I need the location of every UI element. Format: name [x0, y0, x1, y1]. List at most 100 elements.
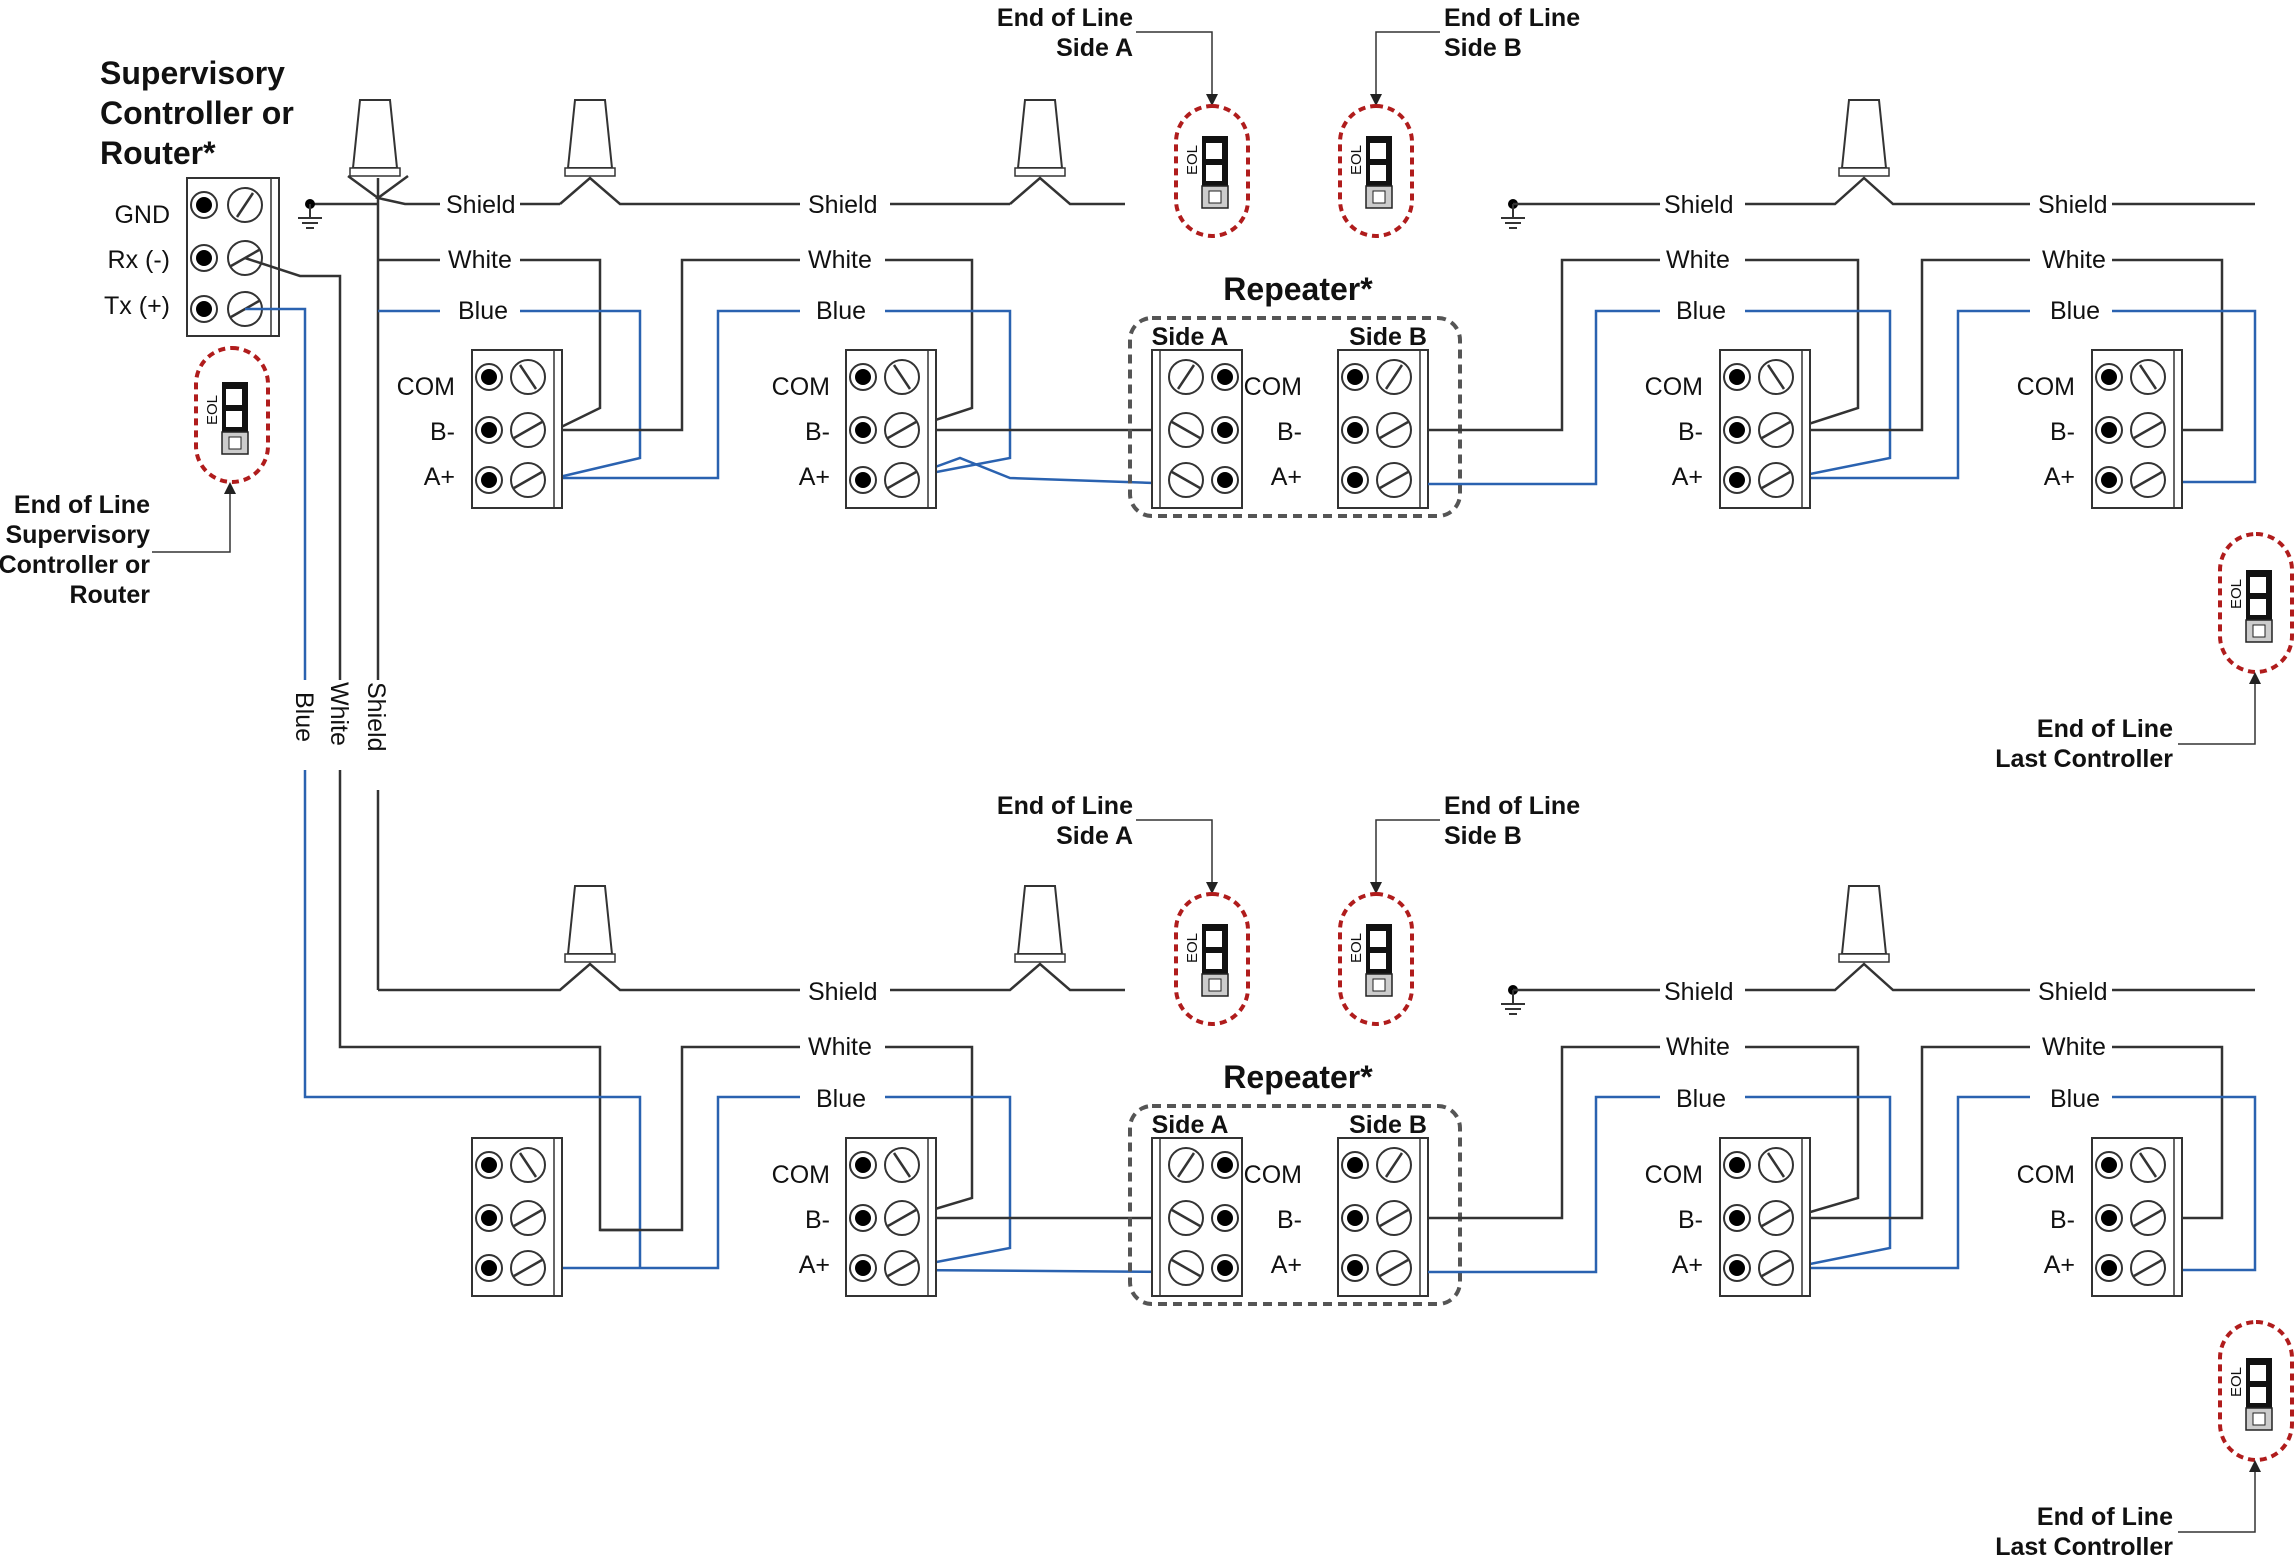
row2-repeater-title: Repeater* — [1223, 1059, 1373, 1095]
trunk-blue-wire — [245, 307, 642, 1268]
row2-repeater: Repeater* Side A Side B COM B- A+ — [1128, 1059, 1462, 1306]
row1-repeater-title: Repeater* — [1223, 271, 1373, 307]
row2-controller-2: COM B- A+ — [772, 1137, 937, 1297]
row2-white-c3-to-c4 — [1790, 1045, 2030, 1220]
supervisory-controller: Supervisory Controller or Router* GND Rx… — [0, 55, 294, 609]
row1-eol-b-text: EOL — [1348, 145, 1365, 175]
row1-side-b-label: Side B — [1349, 323, 1427, 351]
row1-blue-label-2: Blue — [816, 297, 866, 325]
gnd-terminal — [190, 187, 263, 223]
row2-shield-seg2 — [890, 962, 1125, 992]
row1-blue-to-c4 — [2112, 309, 2257, 484]
controller-eol-arrowhead — [224, 482, 236, 494]
row2-c4-b-label: B- — [2050, 1206, 2075, 1234]
row1-rep-b-label: B- — [1277, 418, 1302, 446]
controller-title-line-1: Supervisory — [100, 55, 285, 91]
row1-white-c3-to-c4 — [1790, 258, 2030, 432]
row1-eol-last-text: EOL — [2228, 579, 2245, 609]
row2-white-to-c4 — [2112, 1045, 2224, 1220]
row2-eol-a-note-2: Side A — [1056, 822, 1133, 850]
row1-blue-to-c3 — [1745, 309, 1892, 480]
row2-blue-label-3: Blue — [2050, 1085, 2100, 1113]
row1-c3-b-label: B- — [1678, 418, 1703, 446]
controller-trunk-wires: Blue White Shield — [244, 178, 642, 1268]
tx-label: Tx (+) — [104, 292, 170, 320]
row1-white-to-c4 — [2112, 258, 2224, 432]
row2-eol-a-note-1: End of Line — [997, 792, 1133, 820]
row2-rep-b-label: B- — [1277, 1206, 1302, 1234]
row1-shield-seg4 — [1009, 176, 1125, 206]
row2-white-c1-to-c2 — [600, 1045, 800, 1232]
row2-controller-3: COM B- A+ — [1645, 1137, 1811, 1297]
row2-eol-a-text: EOL — [1184, 933, 1201, 963]
row2-c2-a-label: A+ — [799, 1251, 830, 1279]
row1-c1-com-label: COM — [397, 373, 455, 401]
row2-controller-1 — [471, 1137, 563, 1297]
row1-controller-4: COM B- A+ — [2017, 349, 2183, 509]
controller-ground-symbol — [298, 199, 378, 229]
row2-eol-last-text: EOL — [2228, 1367, 2245, 1397]
controller-eol-note-4: Router — [69, 581, 150, 609]
row1-c3-com-label: COM — [1645, 373, 1703, 401]
controller-eol-text: EOL — [204, 395, 221, 425]
row2-eol-last-note-1: End of Line — [2037, 1503, 2173, 1531]
row1-shield-seg2 — [559, 176, 800, 206]
row2-c3-a-label: A+ — [1672, 1251, 1703, 1279]
row1-white-label-4: White — [2042, 246, 2106, 274]
row1-blue-label-3: Blue — [1676, 297, 1726, 325]
row1-blue-rep-to-c3 — [1428, 309, 1660, 486]
row2-blue-label-1: Blue — [816, 1085, 866, 1113]
row2-blue-to-c3 — [1745, 1095, 1892, 1270]
row1-eol-a-note-1: End of Line — [997, 4, 1133, 32]
row2-white-label-1: White — [808, 1033, 872, 1061]
row1-eol-b-note-1: End of Line — [1444, 4, 1580, 32]
row1-eol-side-b: End of Line Side B EOL — [1338, 4, 1580, 238]
row2-right-ground-symbol — [1501, 985, 1525, 1015]
row2-shield-label-1: Shield — [808, 978, 878, 1006]
row2-blue-rep-to-c3 — [1428, 1095, 1660, 1274]
row2-wire-nut-2 — [1014, 885, 1066, 963]
controller-eol-note-1: End of Line — [14, 491, 150, 519]
row1-white-to-c3 — [1745, 258, 1860, 432]
row1-white-label-1: White — [448, 246, 512, 274]
row1-shield-label-4: Shield — [2038, 191, 2108, 219]
trunk-shield-label: Shield — [362, 682, 390, 752]
controller-title-line-3: Router* — [100, 135, 216, 171]
controller-eol-leader — [152, 492, 231, 553]
row1-repeater: Repeater* Side A Side B COM B- A+ — [1128, 271, 1462, 518]
row2-right-shield-seg2 — [1745, 962, 2030, 992]
row-1: Shield Shield White Blue White Blue COM … — [347, 4, 2294, 773]
row1-wire-nut-4 — [1838, 99, 1890, 177]
row2-shield-seg1 — [378, 962, 800, 992]
row2-rep-com-label: COM — [1244, 1161, 1302, 1189]
row1-wire-nut-2 — [564, 99, 616, 177]
row2-blue-c3-to-c4 — [1790, 1095, 2030, 1270]
row1-c3-a-label: A+ — [1672, 463, 1703, 491]
row1-c2-com-label: COM — [772, 373, 830, 401]
row2-shield-label-2: Shield — [1664, 978, 1734, 1006]
rx-label: Rx (-) — [108, 246, 170, 274]
row2-wire-nut-1 — [564, 885, 616, 963]
row2-eol-b-note-2: Side B — [1444, 822, 1522, 850]
row1-c4-b-label: B- — [2050, 418, 2075, 446]
row1-eol-last-controller: EOL End of Line Last Controller — [1995, 532, 2294, 773]
row1-shield-label-1: Shield — [446, 191, 516, 219]
row1-side-a-label: Side A — [1152, 323, 1229, 351]
row1-blue-label-1: Blue — [458, 297, 508, 325]
row1-white-label-3: White — [1666, 246, 1730, 274]
row1-c2-b-label: B- — [805, 418, 830, 446]
row2-white-to-c2 — [885, 1045, 974, 1220]
controller-eol-note-3: Controller or — [0, 551, 150, 579]
row1-c4-com-label: COM — [2017, 373, 2075, 401]
row2-c3-com-label: COM — [1645, 1161, 1703, 1189]
row1-c1-b-label: B- — [430, 418, 455, 446]
row2-c4-com-label: COM — [2017, 1161, 2075, 1189]
trunk-blue-label: Blue — [290, 692, 318, 742]
row2-c2-b-label: B- — [805, 1206, 830, 1234]
row2-shield-label-3: Shield — [2038, 978, 2108, 1006]
row1-eol-side-a: End of Line Side A EOL — [997, 4, 1250, 238]
row1-blue-c3-to-c4 — [1790, 309, 2030, 480]
row2-eol-b-text: EOL — [1348, 933, 1365, 963]
row2-white-label-2: White — [1666, 1033, 1730, 1061]
trunk-white-label: White — [325, 682, 353, 746]
